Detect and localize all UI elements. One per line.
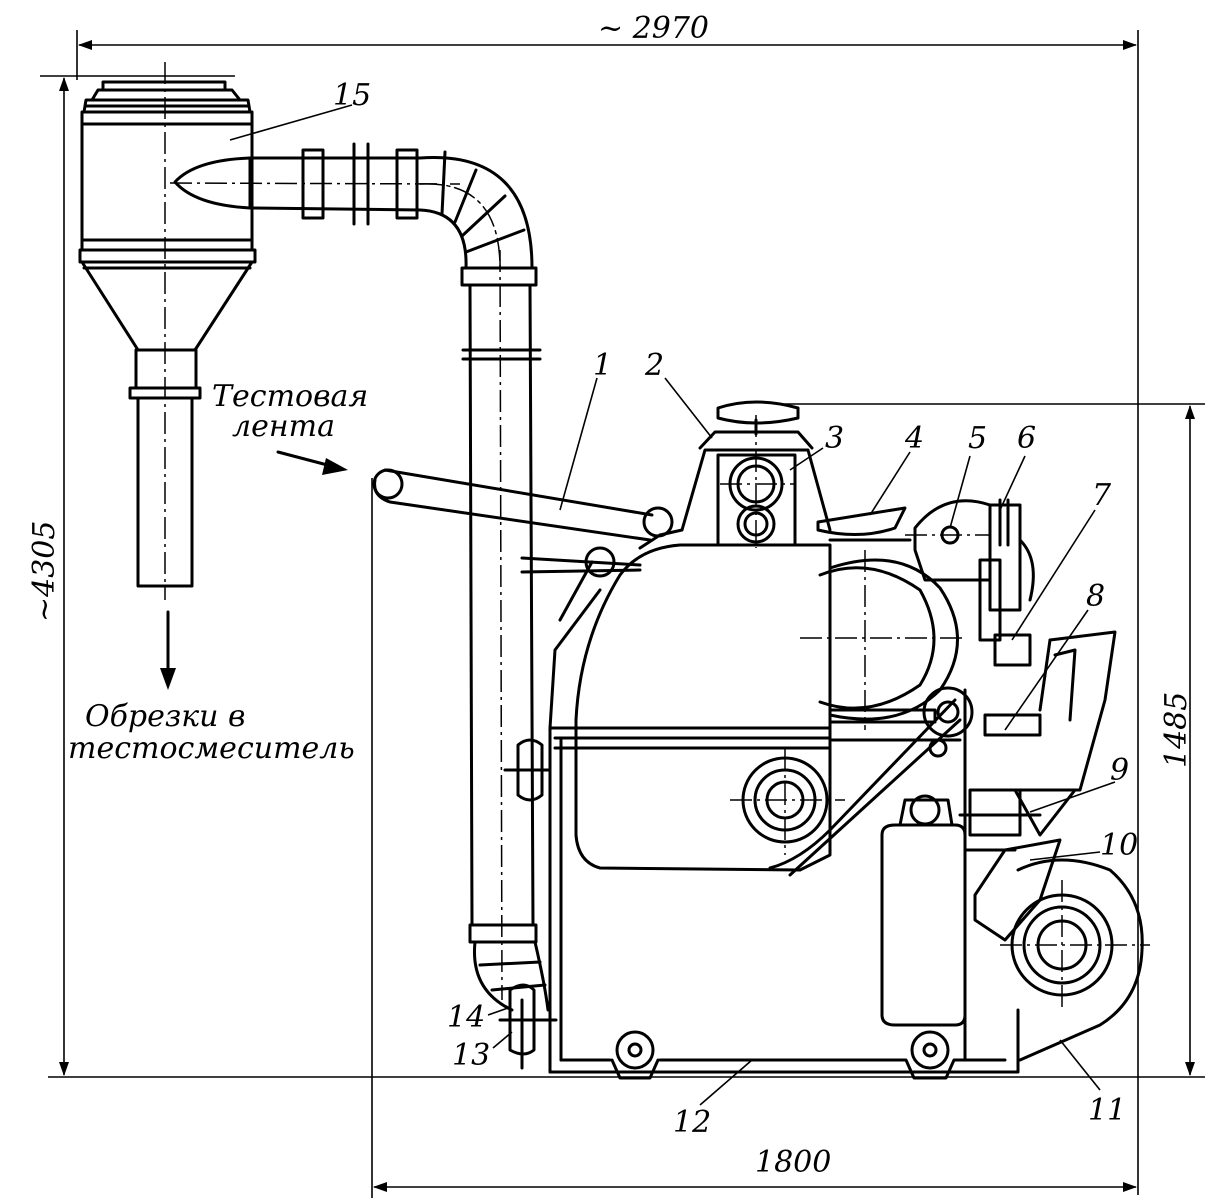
callout-10: 10 xyxy=(1100,828,1138,863)
machine-width-label: 1800 xyxy=(755,1145,831,1180)
callout-1: 1 xyxy=(593,348,612,383)
callout-6: 6 xyxy=(1017,421,1036,456)
callout-3: 3 xyxy=(825,421,844,456)
overall-width-label: ~ 2970 xyxy=(598,11,709,46)
callout-13: 13 xyxy=(452,1038,490,1073)
caption-trim-line2: тестосмеситель xyxy=(68,731,355,766)
callout-14: 14 xyxy=(447,1000,485,1035)
callout-2: 2 xyxy=(644,348,664,383)
dimension-machine-height: 1485 xyxy=(780,403,1205,1076)
dough-band-arrow xyxy=(322,458,348,475)
machine-height-label: 1485 xyxy=(1159,692,1194,768)
dimension-overall-height: ~4305 xyxy=(27,75,1205,1078)
dimension-machine-width: 1800 xyxy=(371,478,1137,1198)
callout-9: 9 xyxy=(1110,753,1129,788)
trim-outflow-arrow xyxy=(160,668,176,690)
callout-7: 7 xyxy=(1092,478,1112,513)
callout-12: 12 xyxy=(673,1105,711,1140)
sheeter-machine xyxy=(372,400,1150,1080)
pneumatic-duct xyxy=(169,142,558,1070)
callout-5: 5 xyxy=(968,421,987,456)
callout-8: 8 xyxy=(1086,579,1105,614)
cyclone-separator xyxy=(78,62,257,690)
caption-dough-band-line1: Тестовая xyxy=(212,379,368,414)
callout-4: 4 xyxy=(904,421,924,456)
dimension-overall-width: ~ 2970 xyxy=(76,11,1139,1195)
overall-height-label: ~4305 xyxy=(27,521,62,622)
caption-dough-band-line2: лента xyxy=(232,409,335,444)
callout-11: 11 xyxy=(1088,1093,1126,1128)
leader-lines xyxy=(229,104,1116,1106)
caption-trim-line1: Обрезки в xyxy=(85,699,245,734)
callout-15: 15 xyxy=(333,78,371,113)
